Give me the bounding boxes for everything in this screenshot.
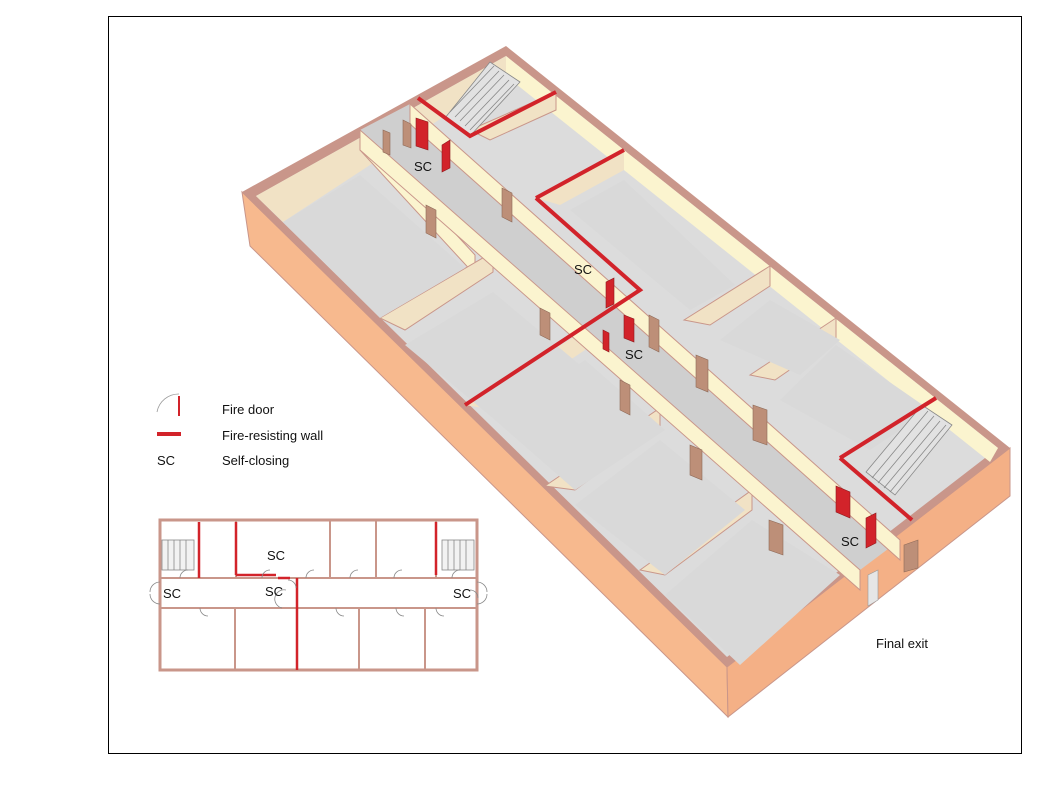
corridor-wall-left (359, 128, 861, 592)
fire-resisting-walls (416, 90, 938, 522)
fire-door-legend-icon (156, 393, 180, 416)
plan-stair-right (441, 539, 475, 571)
legend-sc-symbol: SC (157, 453, 175, 468)
fire-door-5 (602, 329, 610, 353)
room-floor-1 (283, 175, 465, 318)
fire-door-2 (441, 139, 451, 173)
room-wall-8 (682, 265, 771, 326)
sc-label-3: SC (625, 347, 643, 362)
fire-wall-legend-icon (157, 432, 181, 436)
final-exit-label: Final exit (876, 636, 928, 651)
room-floor-2 (405, 292, 580, 420)
plan-sc-label-3: SC (265, 584, 283, 599)
sc-label-1: SC (414, 159, 432, 174)
fire-doors (415, 117, 877, 549)
fire-door-6 (835, 485, 851, 519)
plan-stair-left (161, 539, 195, 571)
final-exit-door (867, 569, 879, 607)
sc-label-4: SC (841, 534, 859, 549)
room-floor-6 (570, 180, 735, 310)
room-floor-7 (720, 300, 840, 375)
legend: Fire door Fire-resisting wall SC Self-cl… (156, 393, 323, 468)
fire-door-4 (623, 314, 635, 343)
plan-sc-label-4: SC (453, 586, 471, 601)
plan-doors (149, 569, 488, 617)
room-wall-2 (378, 251, 494, 331)
legend-fire-resisting-wall: Fire-resisting wall (222, 428, 323, 443)
sc-label-2: SC (574, 262, 592, 277)
room-floor-3 (495, 360, 665, 490)
floor-plan-2d: SC SC SC SC (149, 518, 488, 672)
plan-sc-label-1: SC (267, 548, 285, 563)
inner-wall-back-right (506, 56, 998, 462)
room-floor-5 (665, 520, 840, 665)
diagram-frame (108, 16, 1022, 754)
legend-self-closing: Self-closing (222, 453, 289, 468)
legend-fire-door: Fire door (222, 402, 275, 417)
building-3d: SC SC SC SC Final exit (241, 46, 1011, 719)
fire-door-3 (605, 277, 615, 309)
staircase-bottom (865, 404, 953, 496)
fire-door-7 (865, 512, 877, 549)
room-floor-4 (575, 440, 745, 575)
plan-fire-walls (197, 522, 438, 670)
fire-door-1 (415, 117, 429, 151)
plan-sc-label-2: SC (163, 586, 181, 601)
doors (382, 119, 919, 573)
